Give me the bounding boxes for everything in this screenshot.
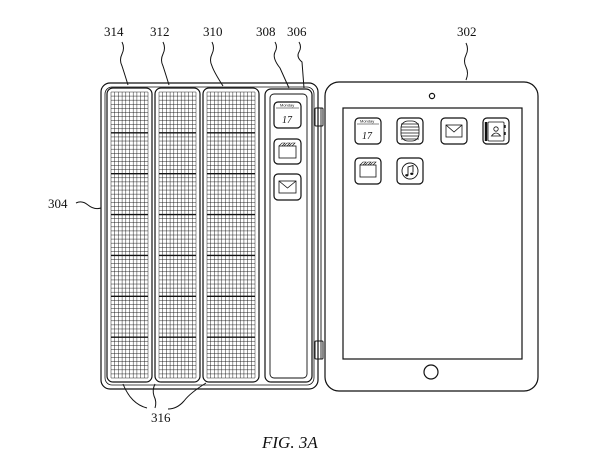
tablet-screen bbox=[342, 107, 523, 360]
tablet-device: Monday 17 bbox=[324, 81, 539, 392]
smart-cover: Monday 17 bbox=[100, 82, 319, 390]
ref-312: 312 bbox=[150, 24, 170, 39]
mail-icon bbox=[273, 173, 302, 201]
ref-316: 316 bbox=[151, 410, 171, 425]
svg-text:17: 17 bbox=[362, 131, 373, 142]
leader-316-c bbox=[167, 382, 207, 410]
ref-306: 306 bbox=[287, 24, 307, 39]
cover-panel-314 bbox=[106, 87, 153, 383]
cover-hinge bbox=[314, 107, 324, 360]
leader-306 bbox=[297, 41, 305, 89]
leader-316-b bbox=[152, 383, 157, 409]
leader-310 bbox=[210, 41, 224, 87]
ref-304: 304 bbox=[48, 196, 68, 211]
ref-302: 302 bbox=[457, 24, 477, 39]
leader-312 bbox=[161, 41, 170, 86]
ref-314: 314 bbox=[104, 24, 124, 39]
figure-caption: FIG. 3A bbox=[261, 433, 318, 452]
tablet-music-icon[interactable] bbox=[396, 157, 424, 185]
svg-text:17: 17 bbox=[282, 115, 293, 126]
leader-308 bbox=[273, 41, 290, 89]
tablet-notes-icon[interactable] bbox=[396, 117, 424, 145]
cover-panel-306: Monday 17 bbox=[264, 88, 313, 383]
calendar-icon: Monday 17 bbox=[273, 101, 302, 129]
tablet-mail-icon[interactable] bbox=[440, 117, 468, 145]
cover-panel-312 bbox=[154, 87, 201, 383]
front-camera bbox=[428, 92, 436, 100]
home-button[interactable] bbox=[423, 364, 439, 380]
leader-lines bbox=[75, 41, 468, 410]
video-icon bbox=[273, 138, 302, 165]
leader-304 bbox=[75, 201, 102, 210]
tablet-calendar-icon[interactable]: Monday 17 bbox=[354, 117, 382, 145]
ref-310: 310 bbox=[203, 24, 223, 39]
leader-316-a bbox=[122, 383, 148, 409]
svg-text:Monday: Monday bbox=[280, 103, 294, 108]
reference-labels: 314 312 310 308 306 302 304 316 FIG. 3A bbox=[48, 24, 477, 452]
cover-panel-310 bbox=[202, 87, 260, 383]
tablet-contacts-icon[interactable] bbox=[482, 117, 510, 145]
tablet-video-icon[interactable] bbox=[354, 157, 382, 185]
svg-text:Monday: Monday bbox=[360, 119, 374, 124]
leader-314 bbox=[120, 41, 129, 86]
ref-308: 308 bbox=[256, 24, 276, 39]
leader-302 bbox=[464, 42, 468, 81]
